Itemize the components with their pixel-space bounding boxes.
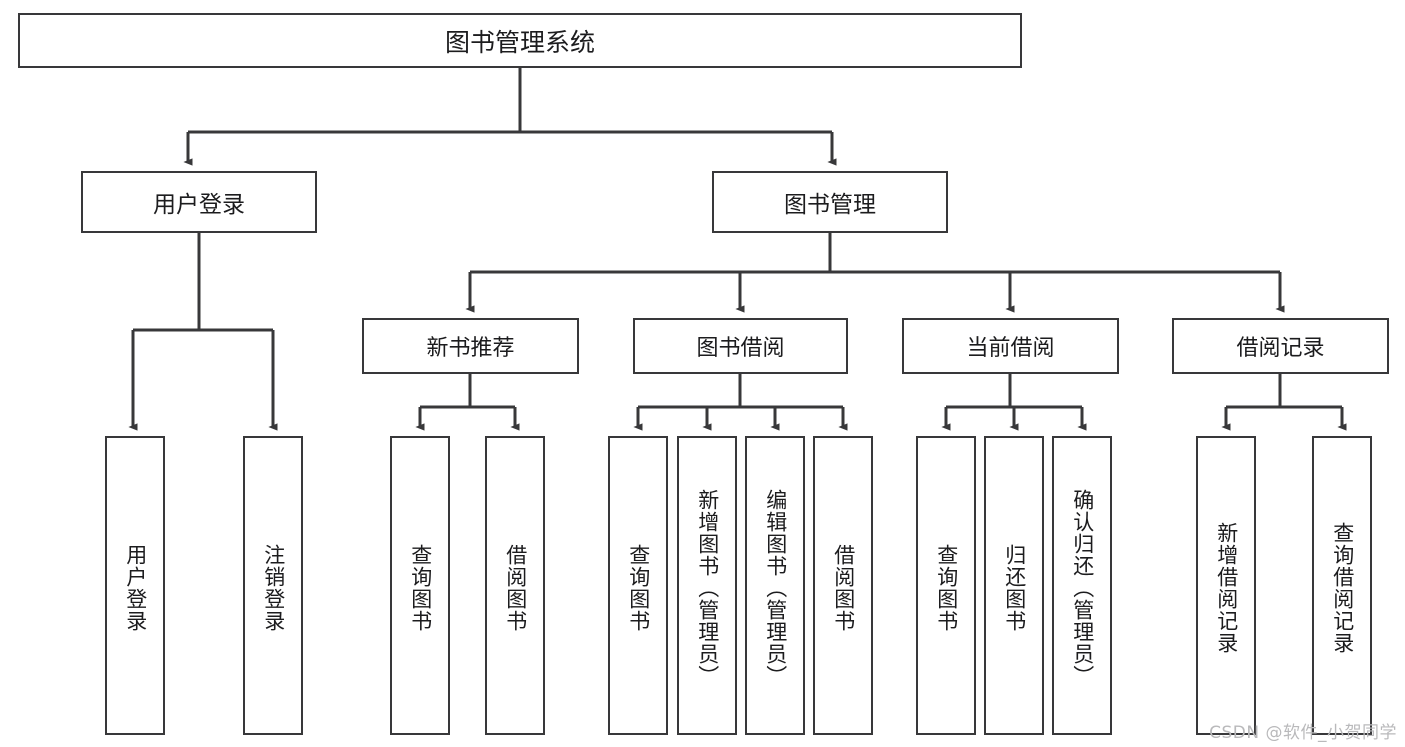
node-new-book-recommend-label: 新书推荐 <box>426 336 515 361</box>
node-root[interactable]: 图书管理系统 <box>18 13 1022 68</box>
node-leaf-edit-book[interactable]: 编辑图书（管理员） <box>745 436 805 735</box>
node-user-login[interactable]: 用户登录 <box>81 171 317 233</box>
node-leaf-query-book-3[interactable]: 查询图书 <box>916 436 976 735</box>
node-leaf-user-login-label: 用户登录 <box>123 543 148 632</box>
node-borrow-record[interactable]: 借阅记录 <box>1172 318 1389 374</box>
node-leaf-query-record[interactable]: 查询借阅记录 <box>1312 436 1372 735</box>
node-leaf-query-book-2-label: 查询图书 <box>626 543 651 632</box>
node-leaf-add-book-label: 新增图书（管理员） <box>695 488 720 687</box>
node-current-borrow-label: 当前借阅 <box>966 336 1055 361</box>
node-leaf-user-logout-label: 注销登录 <box>261 543 286 632</box>
node-borrow-record-label: 借阅记录 <box>1236 336 1325 361</box>
node-leaf-add-book[interactable]: 新增图书（管理员） <box>677 436 737 735</box>
node-leaf-query-book-2[interactable]: 查询图书 <box>608 436 668 735</box>
watermark: CSDN @软件_小贺同学 <box>1209 723 1397 743</box>
node-book-manage-label: 图书管理 <box>784 192 876 218</box>
node-leaf-borrow-book-2-label: 借阅图书 <box>831 543 856 632</box>
node-leaf-return-book[interactable]: 归还图书 <box>984 436 1044 735</box>
node-current-borrow[interactable]: 当前借阅 <box>902 318 1119 374</box>
node-leaf-add-record[interactable]: 新增借阅记录 <box>1196 436 1256 735</box>
node-leaf-borrow-book-1-label: 借阅图书 <box>503 543 528 632</box>
node-leaf-borrow-book-1[interactable]: 借阅图书 <box>485 436 545 735</box>
node-book-borrow-label: 图书借阅 <box>696 336 785 361</box>
node-leaf-query-book-3-label: 查询图书 <box>934 543 959 632</box>
node-leaf-query-book-1[interactable]: 查询图书 <box>390 436 450 735</box>
node-leaf-user-logout[interactable]: 注销登录 <box>243 436 303 735</box>
node-book-manage[interactable]: 图书管理 <box>712 171 948 233</box>
node-leaf-confirm-return-label: 确认归还（管理员） <box>1070 488 1095 687</box>
node-leaf-edit-book-label: 编辑图书（管理员） <box>763 488 788 687</box>
node-leaf-return-book-label: 归还图书 <box>1002 543 1027 632</box>
node-new-book-recommend[interactable]: 新书推荐 <box>362 318 579 374</box>
node-leaf-query-record-label: 查询借阅记录 <box>1330 521 1355 654</box>
node-user-login-label: 用户登录 <box>153 192 245 218</box>
node-leaf-add-record-label: 新增借阅记录 <box>1214 521 1239 654</box>
node-leaf-borrow-book-2[interactable]: 借阅图书 <box>813 436 873 735</box>
node-root-label: 图书管理系统 <box>444 27 595 57</box>
node-leaf-query-book-1-label: 查询图书 <box>408 543 433 632</box>
node-book-borrow[interactable]: 图书借阅 <box>633 318 848 374</box>
node-leaf-confirm-return[interactable]: 确认归还（管理员） <box>1052 436 1112 735</box>
node-leaf-user-login[interactable]: 用户登录 <box>105 436 165 735</box>
